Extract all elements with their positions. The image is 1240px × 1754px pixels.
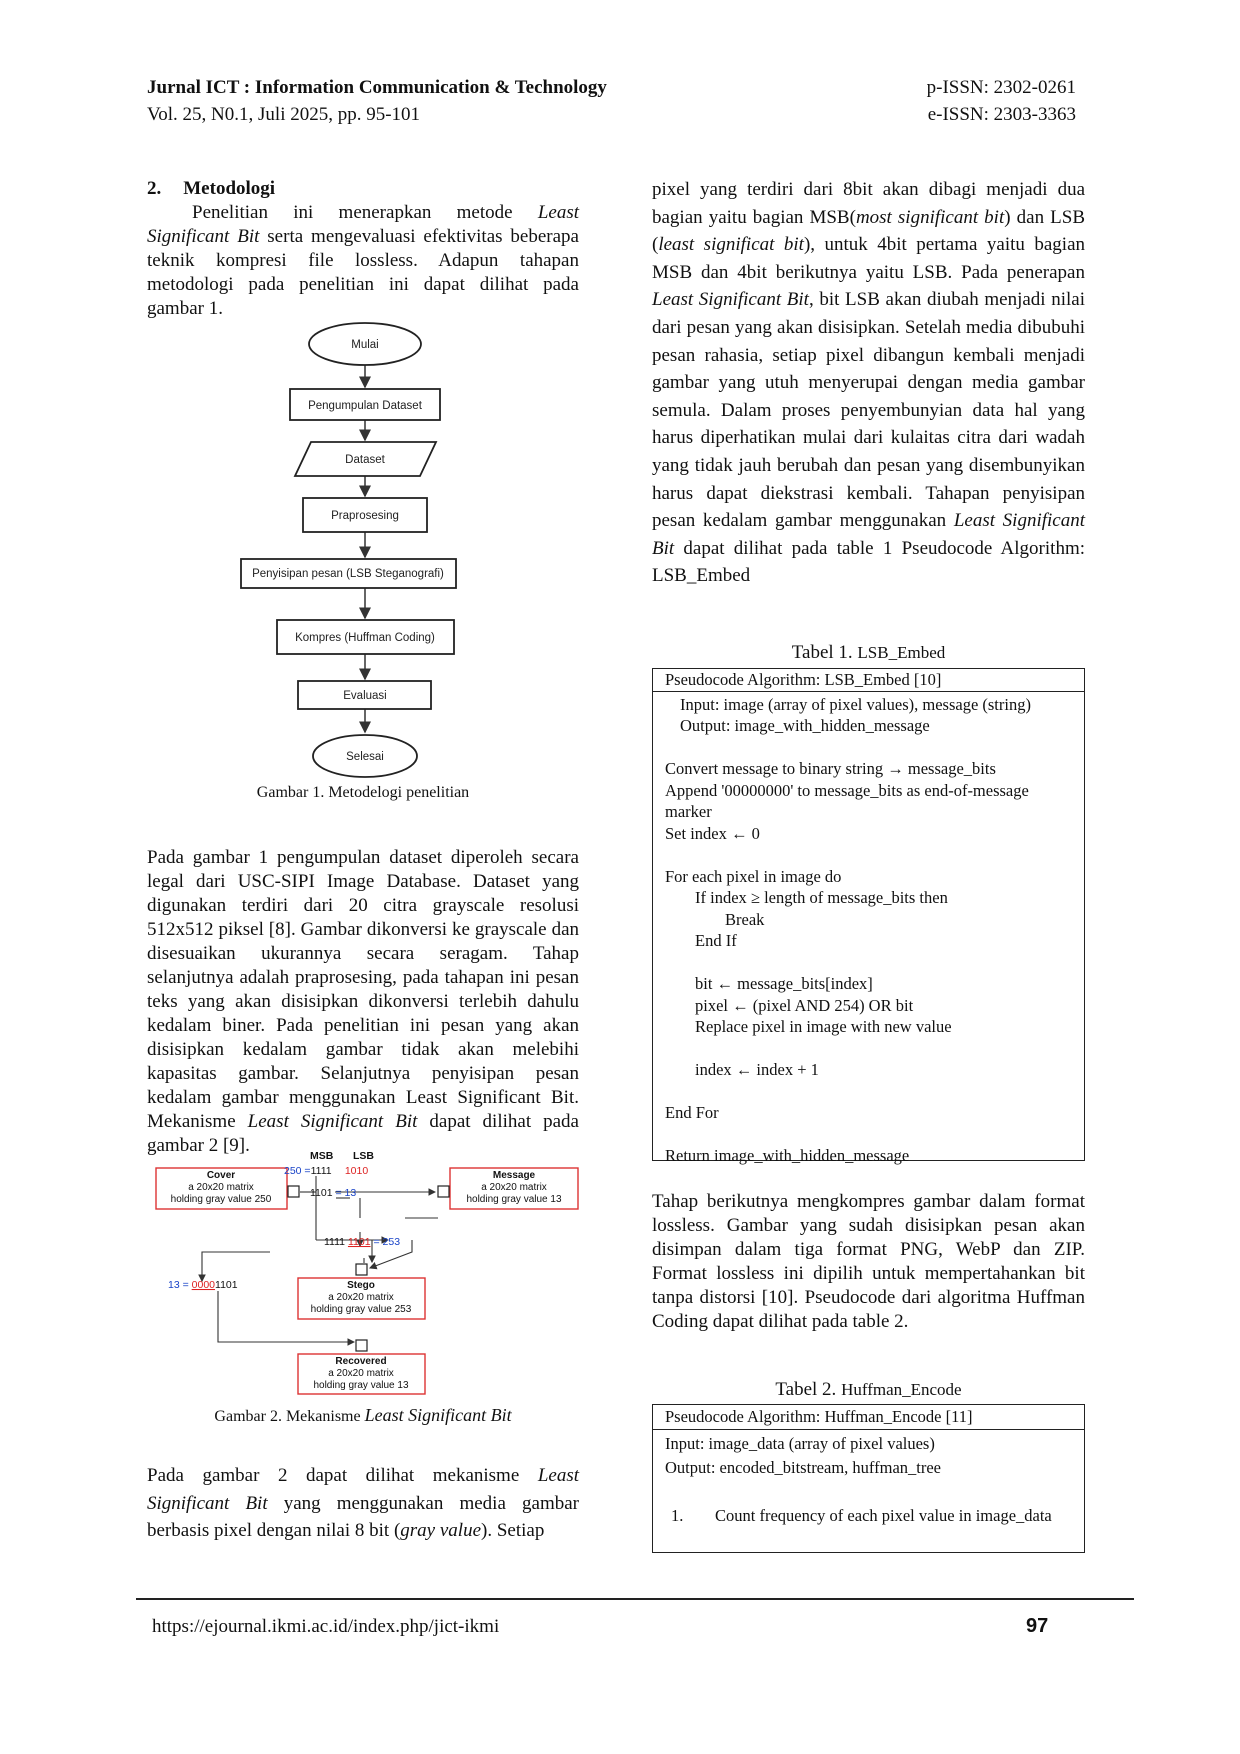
footer-rule xyxy=(136,1598,1134,1600)
flow-penyisipan xyxy=(240,558,457,589)
table1-pseudocode: Pseudocode Algorithm: LSB_Embed [10] Inp… xyxy=(652,668,1085,1165)
intro-paragraph: Penelitian ini menerapkan metode Least S… xyxy=(147,202,579,319)
flow-praprosesing xyxy=(302,497,428,533)
svg-text:holding gray value 253: holding gray value 253 xyxy=(311,1304,412,1315)
footer-url[interactable]: https://ejournal.ikmi.ac.id/index.php/ji… xyxy=(152,1616,500,1637)
table1-header: Pseudocode Algorithm: LSB_Embed [10] xyxy=(653,669,1084,692)
flow-evaluasi xyxy=(297,680,432,710)
journal-volume: Vol. 25, N0.1, Juli 2025, pp. 95-101 xyxy=(147,104,421,125)
page-number: 97 xyxy=(1026,1615,1049,1637)
journal-title: Jurnal ICT : Information Communication &… xyxy=(147,77,607,98)
msb-lsb-paragraph: pixel yang terdiri dari 8bit akan dibagi… xyxy=(652,179,1086,587)
lsb-label: LSB xyxy=(353,1150,374,1162)
flow-pengumpulan xyxy=(289,388,441,421)
section-number: 2. xyxy=(147,178,162,199)
lsb-mechanism-diagram: MSB LSB Cover a 20x20 matrix holding gra… xyxy=(155,1150,579,1395)
recovered-box xyxy=(297,1353,426,1395)
flow-label-selesai: Selesai xyxy=(346,751,384,763)
lsb-paragraph: Pada gambar 2 dapat dilihat mekanisme Le… xyxy=(147,1465,579,1542)
svg-text:a 20x20 matrix: a 20x20 matrix xyxy=(188,1182,254,1193)
svg-text:a 20x20 matrix: a 20x20 matrix xyxy=(328,1292,394,1303)
message-box xyxy=(449,1167,579,1210)
table2-caption: Tabel 2. Huffman_Encode xyxy=(775,1379,962,1400)
msb-label: MSB xyxy=(310,1150,334,1162)
cover-box xyxy=(155,1167,288,1210)
recovered-bits: 13 = 00001101 xyxy=(168,1279,238,1291)
svg-text:holding gray value 13: holding gray value 13 xyxy=(313,1380,409,1391)
table2-header: Pseudocode Algorithm: Huffman_Encode [11… xyxy=(653,1405,1084,1430)
flow-label-penyisipan: Penyisipan pesan (LSB Steganografi) xyxy=(252,568,444,580)
section-title: Metodologi xyxy=(183,178,276,199)
flow-dataset xyxy=(293,441,438,477)
svg-text:a 20x20 matrix: a 20x20 matrix xyxy=(481,1182,547,1193)
figure1-caption: Gambar 1. Metodelogi penelitian xyxy=(256,784,470,801)
compression-paragraph: Tahap berikutnya mengkompres gambar dala… xyxy=(652,1191,1085,1332)
flow-label-pengumpulan: Pengumpulan Dataset xyxy=(308,400,423,412)
methodology-flowchart: Mulai Pengumpulan Dataset Dataset Prapro… xyxy=(240,322,457,778)
flow-end xyxy=(312,734,418,778)
stego-bits: 1111 1101 = 253 xyxy=(324,1236,400,1248)
table2-pseudocode: Pseudocode Algorithm: Huffman_Encode [11… xyxy=(652,1404,1085,1553)
dataset-paragraph: Pada gambar 1 pengumpulan dataset dipero… xyxy=(147,847,579,1156)
svg-text:holding gray value 250: holding gray value 250 xyxy=(171,1194,272,1205)
recovered-title: Recovered xyxy=(335,1356,386,1367)
stego-title: Stego xyxy=(347,1280,375,1291)
svg-text:holding gray value 13: holding gray value 13 xyxy=(466,1194,562,1205)
flow-label-evaluasi: Evaluasi xyxy=(343,690,386,702)
pissn: p-ISSN: 2302-0261 xyxy=(926,77,1076,98)
eissn: e-ISSN: 2303-3363 xyxy=(927,104,1076,125)
flow-label-kompres: Kompres (Huffman Coding) xyxy=(295,632,435,644)
table2-item-1: 1. Count frequency of each pixel value i… xyxy=(671,1506,1052,1525)
message-title: Message xyxy=(493,1170,536,1181)
flow-label-dataset: Dataset xyxy=(345,454,385,466)
section-heading: 2. Metodologi xyxy=(147,177,275,201)
flow-label-praprosesing: Praprosesing xyxy=(331,510,399,522)
figure2-caption: Gambar 2. Mekanisme Least Significant Bi… xyxy=(214,1405,512,1425)
stego-box xyxy=(297,1277,426,1320)
message-bits: 1101 = 13 xyxy=(310,1187,356,1199)
flow-label-mulai: Mulai xyxy=(351,339,378,351)
svg-text:a 20x20 matrix: a 20x20 matrix xyxy=(328,1368,394,1379)
cover-title: Cover xyxy=(207,1170,235,1181)
flow-start xyxy=(308,322,422,366)
flow-kompres xyxy=(276,619,455,655)
table1-caption: Tabel 1. LSB_Embed xyxy=(791,642,946,663)
